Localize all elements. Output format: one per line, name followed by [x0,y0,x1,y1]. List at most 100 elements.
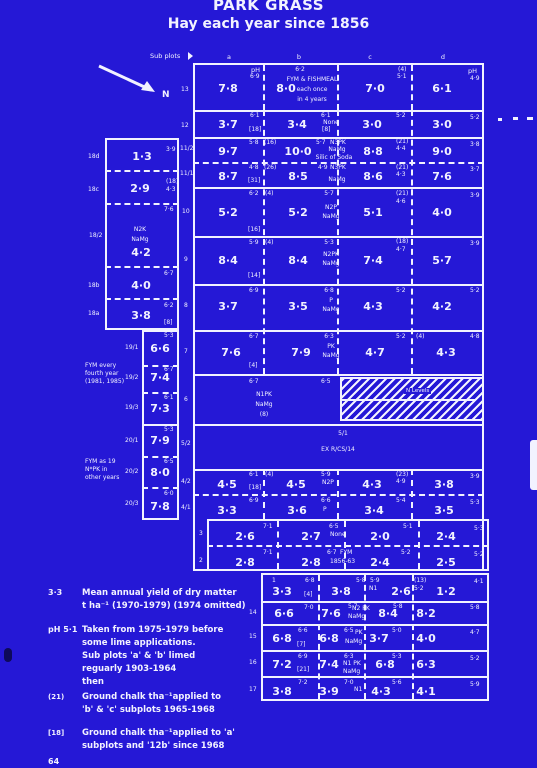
title: PARK GRASS [212,0,325,14]
ph-16c: 5·3 [392,653,402,660]
treat-13: FYM & FISHMEAL [286,76,338,83]
yield-1a: 3·3 [272,585,292,598]
plot-num-18a: 18a [88,310,100,317]
yield-19-1: 6·6 [150,342,170,355]
plot-num-14: 14 [249,609,257,616]
ph-17a: 7·2 [298,679,308,686]
note-9c: (18) [396,238,409,245]
yield-13d: 6·1 [432,82,452,95]
plot-num-18-2: 18/2 [89,232,103,239]
ph-9c: 4·7 [396,246,406,253]
ph-header: pH [468,67,478,75]
legend-text-1b: t ha⁻¹ (1970-1979) (1974 omitted) [82,601,246,611]
note-15a: [7] [297,641,306,648]
ph-19-1: 5·3 [164,332,174,339]
yield-11-2d: 9·0 [432,145,452,158]
col-c: c [368,53,372,61]
treat-11-2c: Silic of Soda [315,154,353,161]
treat-11-1b: NaMg [328,176,346,183]
yield-2b: 2·8 [301,556,321,569]
plot-num-8: 8 [184,302,188,309]
ph-4-2d: 3·9 [470,473,480,480]
note-18a: [8] [164,319,173,326]
plot-num-1: 1 [272,577,276,584]
legend-text-2a: Taken from 1975-1979 before [82,625,224,635]
yield-14a: 6·6 [274,607,294,620]
ph-16d: 5·2 [470,655,480,662]
treat-16b: NaMg [343,668,361,675]
note-12b: [8] [322,126,331,133]
ph-3a: 7·1 [263,523,273,530]
col-a: a [227,53,231,61]
ph-17b: 7·0 [344,679,354,686]
fym-note-2: fourth year [85,370,119,377]
ph-15d: 4·7 [470,629,480,636]
plot-num-19-3: 19/3 [125,404,139,411]
ph-14c: 5·8 [393,603,403,610]
legend-text-4b: subplots and '12b' since 1968 [82,741,225,751]
plot-num-13: 13 [181,86,189,93]
plot-18-block [105,138,179,330]
ph-11-1d: 3·7 [470,166,480,173]
note-1a: [4] [304,591,313,598]
yield-2d: 2·5 [436,556,456,569]
edge-mark [530,440,537,490]
ph-9a: 5·9 [249,239,259,246]
ph-12d: 5·2 [470,114,480,121]
treat-4-1: P [323,506,327,513]
plot-num-5-2: 5/2 [181,440,191,447]
yield-19-2: 7·4 [150,371,170,384]
treat-14b: NaMg [348,613,366,620]
yield-7c: 4·7 [365,346,385,359]
note-10c: (21) [396,190,409,197]
plot-num-20-2: 20/2 [125,468,139,475]
yield-4-2d: 3·8 [434,478,454,491]
yield-15c: 3·7 [369,632,389,645]
ph-20-1: 5·3 [164,426,174,433]
ph-17d: 5·9 [470,681,480,688]
note-7a: [4] [249,362,258,369]
ph-10b: 5·7 [324,190,334,197]
ph-1d: 4·1 [474,578,484,585]
note2-4-2a: [18] [249,484,262,491]
ph-11-2c: 4·4 [396,145,406,152]
yield-11-1d: 7·6 [432,170,452,183]
yield-18c: 2·9 [130,182,150,195]
yield-18a: 3·8 [131,309,151,322]
ph2-1d: 5·2 [414,585,424,592]
yield-4-1d: 3·5 [434,504,454,517]
col-d: d [440,53,446,61]
treat-4-2: N2P [322,479,334,486]
ph-20-3: 6·0 [164,490,174,497]
treat-9: N2PK [323,251,339,258]
legend-text-2d: reguarly 1903-1964 [82,664,177,674]
yield-11-1c: 8·6 [363,170,383,183]
north-arrow-icon [98,64,155,92]
ph-11-2a: 5·8 [249,139,259,146]
yield-16b: 7·4 [319,658,339,671]
yield-2c: 2·4 [370,556,390,569]
legend-text-2b: some lime applications. [82,638,196,648]
edge-spot [4,648,12,662]
yield-17d: 4·1 [416,685,436,698]
ph-13c: 5·1 [397,73,407,80]
treat-18: N2K [133,226,147,233]
ph-header-a: pH [251,66,261,74]
treat-8: P [329,297,333,304]
ph-1a: 6·8 [305,577,315,584]
plot-num-20-1: 20/1 [125,437,139,444]
treat-6: N1PK [256,391,272,398]
plot-num-17: 17 [249,686,257,693]
plot-num-18c: 18c [88,186,99,193]
fym-note-4: FYM as 19 [85,458,116,465]
ph-4-1a: 6·9 [249,497,259,504]
yield-4-1b: 3·6 [287,504,307,517]
fym-note-6: other years [85,474,120,481]
note-18c: (18) [166,178,179,185]
treat-10: N2P [325,204,337,211]
yield-13c: 7·0 [365,82,385,95]
yield-8d: 4·2 [432,300,452,313]
yield-15b: 6·8 [319,632,339,645]
plot-num-11-1: 11/1 [180,170,194,177]
subtitle: Hay each year since 1856 [167,16,370,32]
